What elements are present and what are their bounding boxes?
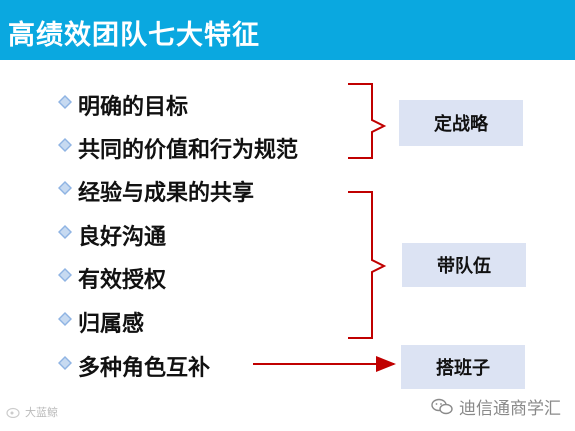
list-item: 明确的目标 (58, 88, 188, 122)
group-box-strategy: 定战略 (399, 100, 523, 146)
group-label: 定战略 (434, 114, 488, 135)
list-item: 归属感 (58, 305, 144, 339)
list-item: 良好沟通 (58, 218, 166, 252)
item-label: 有效授权 (78, 268, 167, 293)
title-bar: 高绩效团队七大特征 (0, 0, 575, 60)
diamond-bullet-icon (58, 356, 72, 370)
item-label: 良好沟通 (78, 225, 167, 250)
list-item: 有效授权 (58, 261, 166, 295)
list-item: 经验与成果的共享 (58, 174, 254, 208)
item-label: 经验与成果的共享 (78, 181, 255, 206)
diamond-bullet-icon (58, 225, 72, 239)
item-label: 共同的价值和行为规范 (78, 138, 299, 163)
diamond-bullet-icon (58, 138, 72, 152)
watermark-left: 大蓝鲸 (6, 404, 58, 420)
item-label: 明确的目标 (78, 95, 189, 120)
list-item: 多种角色互补 (58, 349, 210, 383)
watermark-left-text: 大蓝鲸 (25, 406, 58, 419)
item-label: 多种角色互补 (78, 356, 211, 381)
bracket-team (348, 191, 387, 339)
item-label: 归属感 (78, 312, 145, 337)
group-box-team: 带队伍 (402, 243, 526, 287)
list-item: 共同的价值和行为规范 (58, 131, 298, 165)
weibo-icon (6, 407, 20, 418)
page-title: 高绩效团队七大特征 (8, 20, 260, 51)
group-label: 带队伍 (437, 256, 491, 277)
bracket-strategy (348, 83, 387, 159)
diamond-bullet-icon (58, 268, 72, 282)
watermark-right: 迪信通商学汇 (431, 394, 561, 419)
wechat-icon (431, 398, 453, 414)
group-label: 搭班子 (436, 358, 490, 379)
diamond-bullet-icon (58, 312, 72, 326)
group-box-roles: 搭班子 (401, 345, 525, 389)
watermark-right-text: 迪信通商学汇 (459, 399, 561, 419)
diamond-bullet-icon (58, 95, 72, 109)
diamond-bullet-icon (58, 181, 72, 195)
